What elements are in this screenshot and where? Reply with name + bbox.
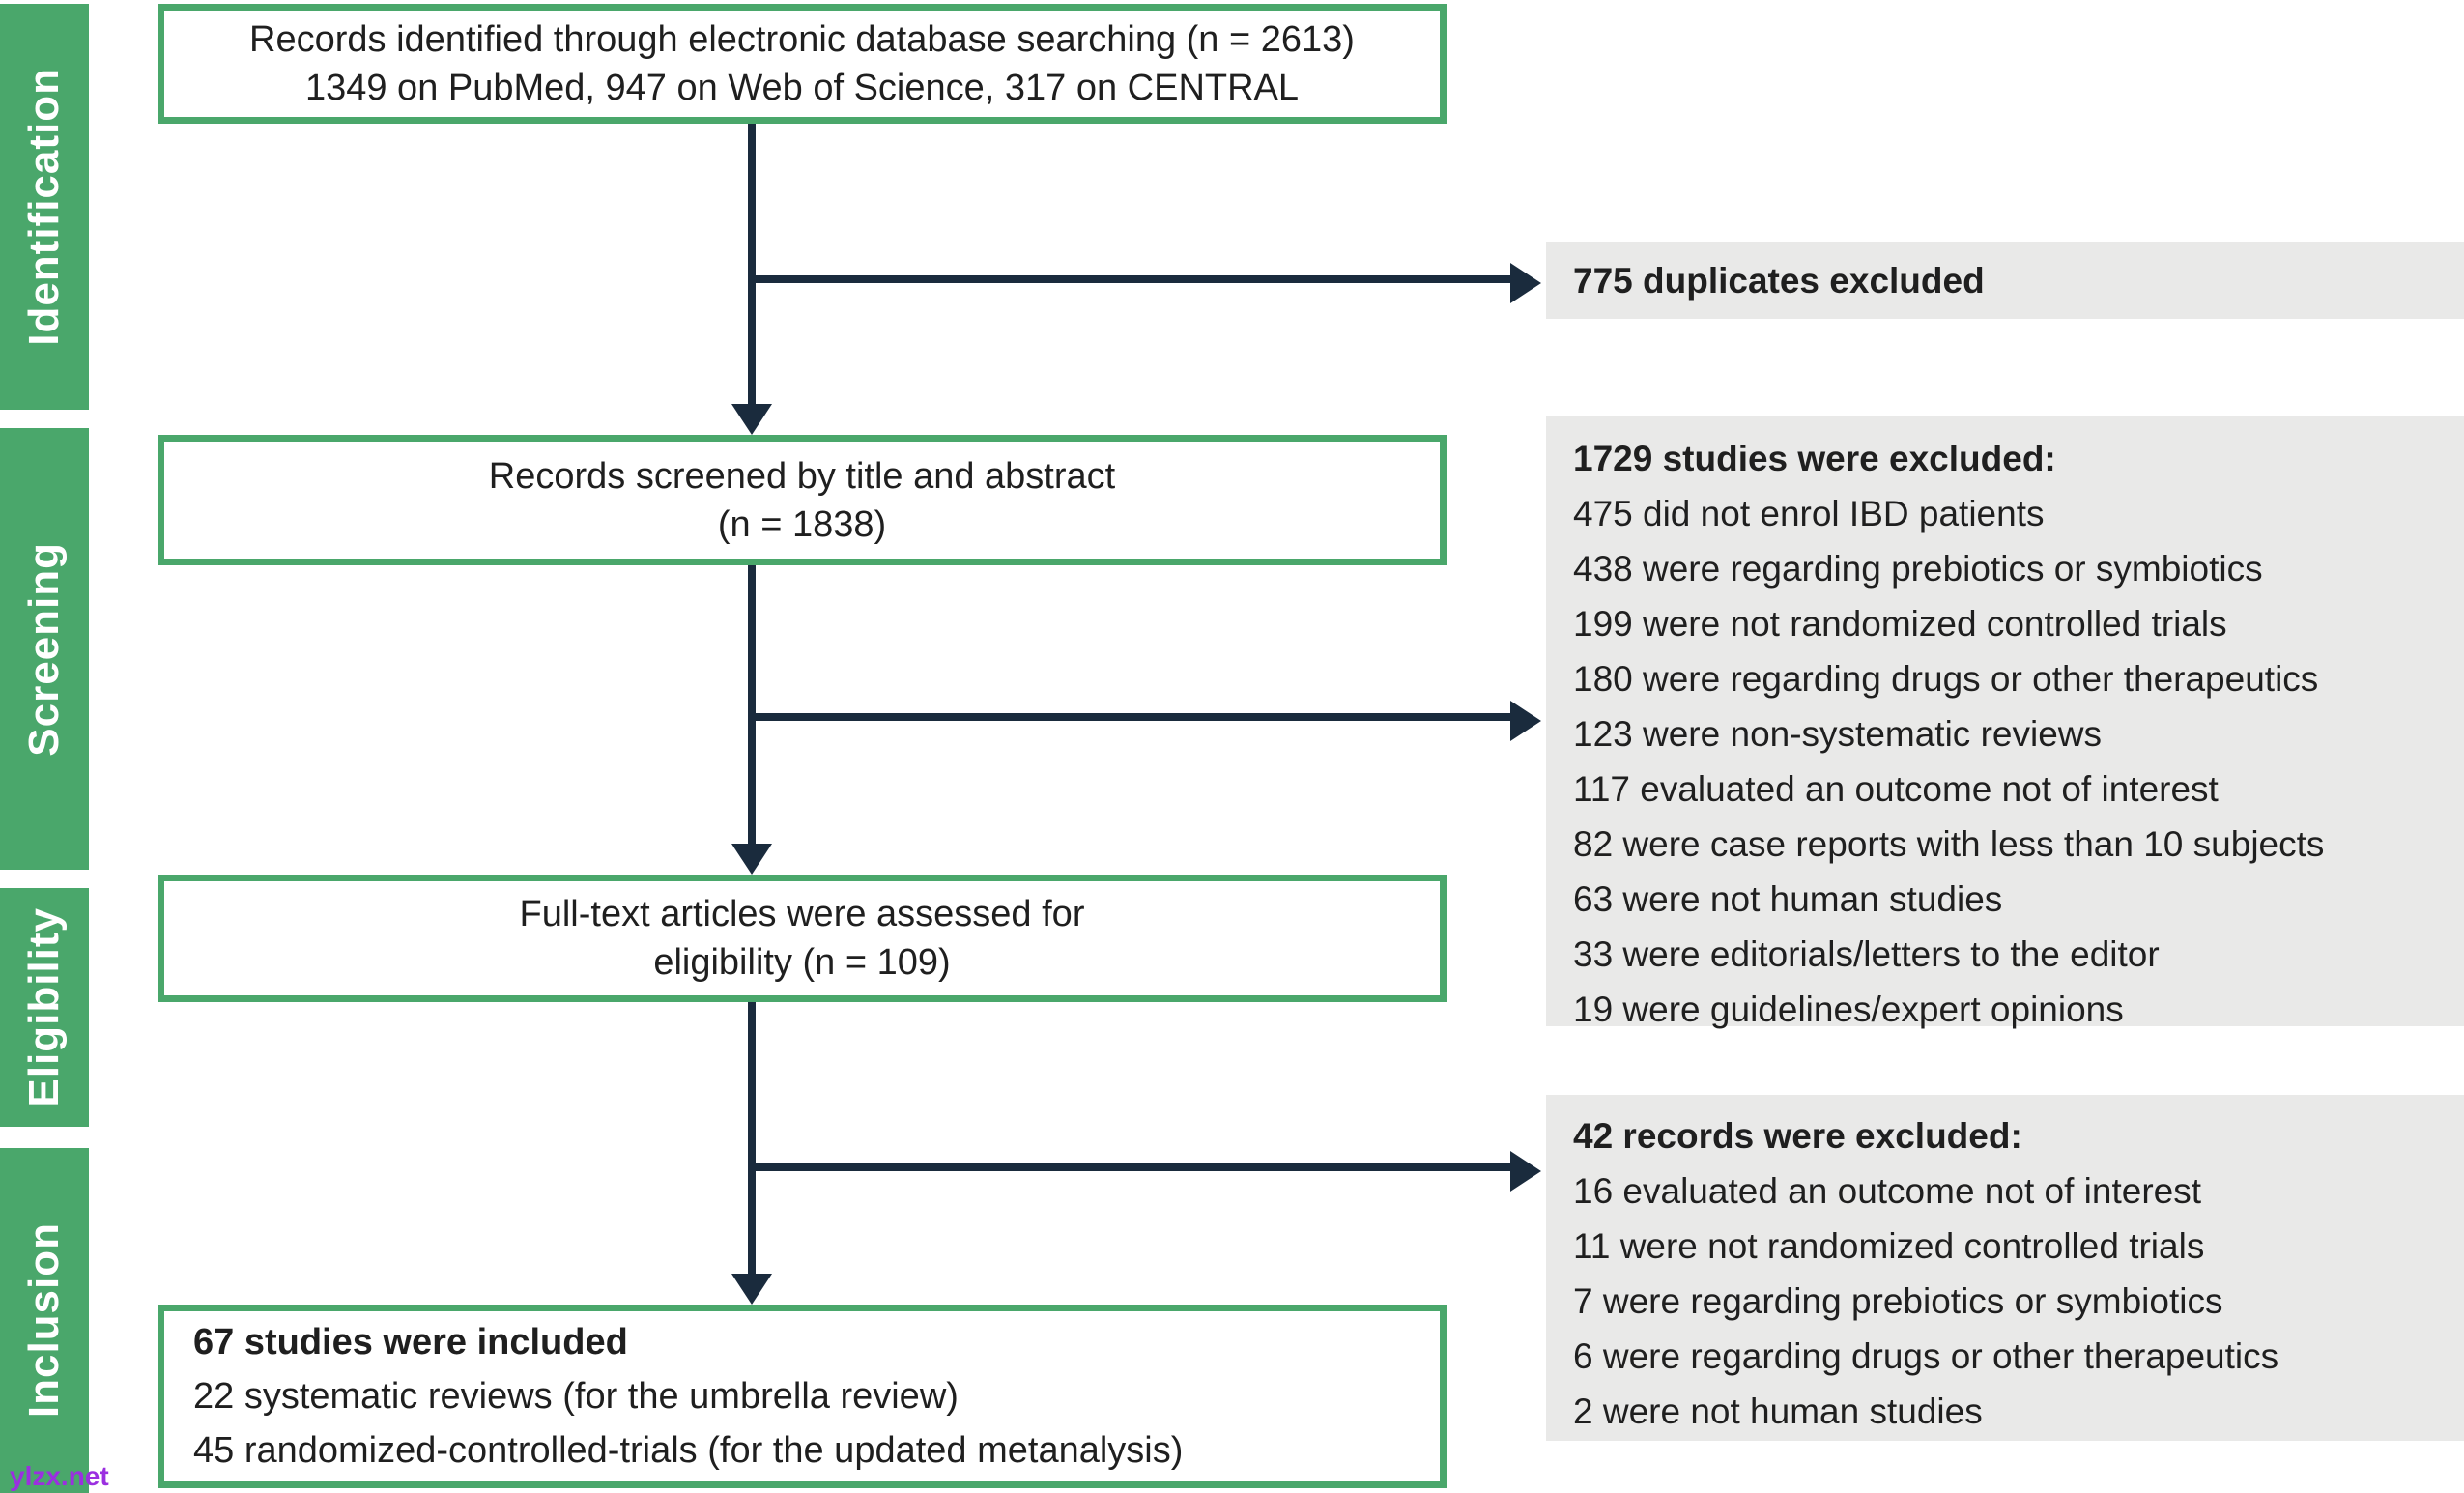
arrow-line-screening-down	[748, 565, 756, 846]
screening-exclusions-title: 1729 studies were excluded:	[1573, 439, 2056, 478]
included-line2: 22 systematic reviews (for the umbrella …	[193, 1376, 959, 1417]
eligibility-exclusions-title: 42 records were excluded:	[1573, 1116, 2022, 1156]
records-identified-line2: 1349 on PubMed, 947 on Web of Science, 3…	[304, 68, 1300, 108]
stage-bar-identification: Identification	[0, 4, 89, 410]
box-records-identified: Records identified through electronic da…	[158, 4, 1447, 124]
box-studies-included: 67 studies were included 22 systematic r…	[158, 1305, 1447, 1488]
stage-label-inclusion: Inclusion	[20, 1222, 68, 1419]
eligibility-exclusion-item: 11 were not randomized controlled trials	[1573, 1226, 2205, 1266]
stage-label-screening: Screening	[20, 541, 68, 757]
screening-exclusion-item: 63 were not human studies	[1573, 879, 2003, 919]
included-line3: 45 randomized-controlled-trials (for the…	[193, 1430, 1184, 1471]
screening-exclusion-item: 117 evaluated an outcome not of interest	[1573, 769, 2219, 809]
stage-label-eligibility: Eligibility	[20, 907, 68, 1107]
screening-exclusion-item: 123 were non-systematic reviews	[1573, 714, 2102, 754]
arrow-line-to-screening-exclusions	[748, 713, 1512, 721]
arrowhead-down-icon	[731, 404, 772, 435]
fulltext-line2: eligibility (n = 109)	[653, 942, 951, 983]
stage-label-identification: Identification	[20, 68, 68, 346]
records-screened-line2: (n = 1838)	[717, 503, 887, 545]
arrowhead-down-icon	[731, 844, 772, 875]
box-duplicates-excluded: 775 duplicates excluded	[1546, 242, 2464, 319]
eligibility-exclusion-item: 2 were not human studies	[1573, 1392, 1983, 1431]
duplicates-excluded-title: 775 duplicates excluded	[1573, 260, 1985, 301]
eligibility-exclusion-item: 7 were regarding prebiotics or symbiotic…	[1573, 1281, 2223, 1321]
arrowhead-down-icon	[731, 1274, 772, 1305]
box-records-screened: Records screened by title and abstract (…	[158, 435, 1447, 565]
screening-exclusion-item: 199 were not randomized controlled trial…	[1573, 604, 2227, 644]
screening-exclusion-item: 475 did not enrol IBD patients	[1573, 494, 2045, 533]
eligibility-exclusion-item: 6 were regarding drugs or other therapeu…	[1573, 1336, 2279, 1376]
box-eligibility-exclusions: 42 records were excluded: 16 evaluated a…	[1546, 1095, 2464, 1441]
box-fulltext-assessed: Full-text articles were assessed for eli…	[158, 875, 1447, 1002]
box-screening-exclusions: 1729 studies were excluded: 475 did not …	[1546, 416, 2464, 1029]
arrowhead-right-icon	[1510, 263, 1541, 303]
screening-exclusion-item: 180 were regarding drugs or other therap…	[1573, 659, 2319, 699]
records-identified-line1: Records identified through electronic da…	[249, 19, 1355, 60]
screening-exclusion-item: 82 were case reports with less than 10 s…	[1573, 824, 2325, 864]
stage-bar-screening: Screening	[0, 428, 89, 870]
screening-exclusion-item: 33 were editorials/letters to the editor	[1573, 934, 2160, 974]
screening-exclusion-item: 19 were guidelines/expert opinions	[1573, 990, 2124, 1029]
fulltext-line1: Full-text articles were assessed for	[519, 894, 1085, 934]
records-screened-line1: Records screened by title and abstract	[488, 455, 1116, 497]
stage-bar-inclusion: Inclusion	[0, 1148, 89, 1493]
arrowhead-right-icon	[1510, 701, 1541, 741]
arrow-line-eligibility-down	[748, 1002, 756, 1276]
included-title: 67 studies were included	[193, 1322, 628, 1363]
watermark: ylzx.net	[10, 1461, 109, 1491]
arrow-line-to-eligibility-exclusions	[748, 1163, 1512, 1171]
screening-exclusion-item: 438 were regarding prebiotics or symbiot…	[1573, 549, 2263, 589]
stage-bar-eligibility: Eligibility	[0, 888, 89, 1127]
arrowhead-right-icon	[1510, 1151, 1541, 1192]
arrow-line-to-duplicates	[748, 275, 1512, 283]
eligibility-exclusion-item: 16 evaluated an outcome not of interest	[1573, 1171, 2201, 1211]
arrow-line-identification-down	[748, 124, 756, 406]
